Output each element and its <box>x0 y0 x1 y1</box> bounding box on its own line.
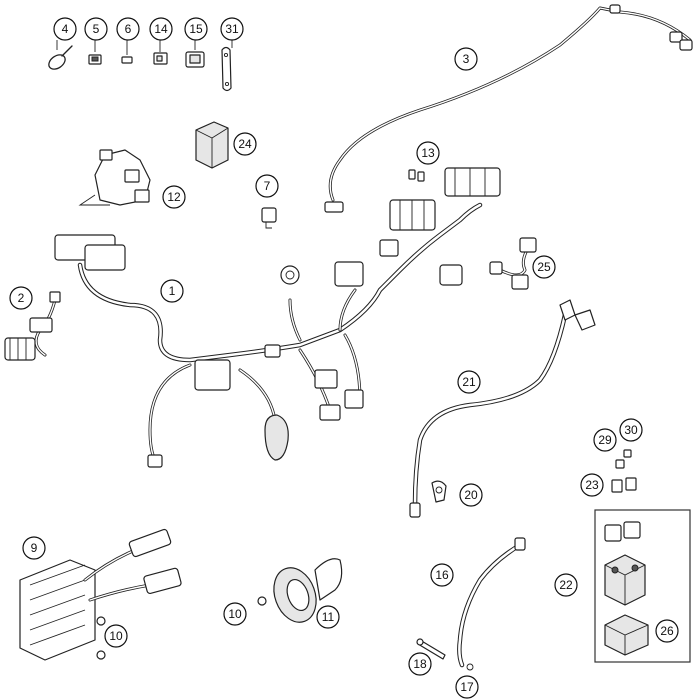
callout-21: 21 <box>457 370 481 394</box>
svg-text:25: 25 <box>537 260 551 274</box>
callout-2: 2 <box>9 286 33 310</box>
fuse-29-part <box>615 459 625 469</box>
svg-text:13: 13 <box>421 146 435 160</box>
starter-relay-group-box <box>594 509 691 663</box>
svg-text:3: 3 <box>463 52 470 66</box>
callout-31: 31 <box>220 17 244 41</box>
svg-text:6: 6 <box>125 22 132 36</box>
callout-20: 20 <box>459 483 483 507</box>
washer-17-part <box>466 663 474 671</box>
svg-text:24: 24 <box>238 137 252 151</box>
cable-tie-part <box>48 45 73 70</box>
svg-text:23: 23 <box>585 478 599 492</box>
callout-30: 30 <box>619 418 643 442</box>
callout-3: 3 <box>454 47 478 71</box>
callout-29: 29 <box>593 428 617 452</box>
connector-7-part <box>261 207 277 229</box>
harness-25-part <box>489 237 537 290</box>
svg-text:5: 5 <box>93 22 100 36</box>
callout-26: 26 <box>655 619 679 643</box>
callout-23: 23 <box>580 473 604 497</box>
callout-1: 1 <box>160 279 184 303</box>
screw-10-left-part <box>96 616 106 660</box>
bolt-18-part <box>416 638 446 660</box>
callout-16: 16 <box>430 563 454 587</box>
callout-12: 12 <box>162 185 186 209</box>
svg-text:18: 18 <box>413 657 427 671</box>
callout-7: 7 <box>255 174 279 198</box>
callout-5: 5 <box>84 17 108 41</box>
connector-5-part <box>88 54 102 65</box>
fuse-30-part <box>623 449 632 458</box>
callout-10-horn: 10 <box>223 602 247 626</box>
svg-text:26: 26 <box>660 624 674 638</box>
callout-24: 24 <box>233 132 257 156</box>
callout-10-regulator: 10 <box>104 624 128 648</box>
callout-15: 15 <box>184 17 208 41</box>
cover-24-part <box>195 121 229 169</box>
callout-14: 14 <box>149 17 173 41</box>
cable-16-part <box>457 537 526 668</box>
regulator-9-part <box>19 528 182 661</box>
svg-text:22: 22 <box>559 578 573 592</box>
screw-10-horn-part <box>257 596 267 606</box>
svg-text:31: 31 <box>225 22 239 36</box>
svg-text:30: 30 <box>624 423 638 437</box>
callout-13: 13 <box>416 141 440 165</box>
callout-6: 6 <box>116 17 140 41</box>
callout-4: 4 <box>53 17 77 41</box>
svg-text:10: 10 <box>109 629 123 643</box>
connector-14-part <box>153 52 168 65</box>
svg-text:9: 9 <box>31 541 38 555</box>
svg-text:15: 15 <box>189 22 203 36</box>
callout-11: 11 <box>316 605 340 629</box>
svg-text:12: 12 <box>167 190 181 204</box>
bracket-31-part <box>221 46 232 92</box>
main-harness-1-part <box>54 167 501 468</box>
wire-3-part <box>324 4 693 213</box>
fuse-13-part <box>408 169 425 182</box>
svg-text:29: 29 <box>598 433 612 447</box>
svg-text:2: 2 <box>18 291 25 305</box>
bracket-12-part <box>78 149 151 206</box>
svg-text:4: 4 <box>62 22 69 36</box>
harness-2-part <box>4 291 61 361</box>
callout-22: 22 <box>554 573 578 597</box>
svg-text:16: 16 <box>435 568 449 582</box>
horn-11-part <box>273 558 343 623</box>
fuse-6-part <box>121 56 133 64</box>
svg-text:21: 21 <box>462 375 476 389</box>
cable-21-part <box>409 299 596 518</box>
svg-text:17: 17 <box>460 680 474 694</box>
terminal-20-part <box>431 480 447 503</box>
callout-18: 18 <box>408 652 432 676</box>
callout-9: 9 <box>22 536 46 560</box>
svg-text:11: 11 <box>322 610 335 624</box>
callout-25: 25 <box>532 255 556 279</box>
svg-text:20: 20 <box>464 488 478 502</box>
connector-23-part <box>611 477 637 493</box>
callout-17: 17 <box>455 675 479 699</box>
svg-text:10: 10 <box>228 607 242 621</box>
svg-text:7: 7 <box>264 179 271 193</box>
connector-15-part <box>185 51 205 68</box>
svg-text:1: 1 <box>169 284 176 298</box>
svg-text:14: 14 <box>154 22 168 36</box>
leader-lines <box>56 40 233 55</box>
